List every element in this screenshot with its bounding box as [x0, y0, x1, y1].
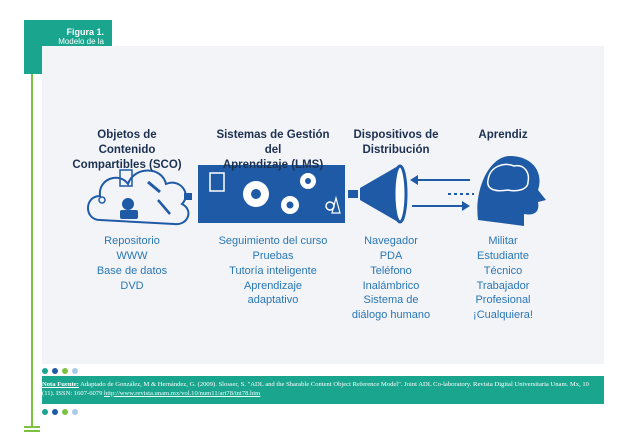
- megaphone-icon: [360, 164, 408, 224]
- learner-head-icon: [477, 156, 546, 226]
- dot: [52, 409, 58, 415]
- list-item: Repositorio: [104, 235, 160, 247]
- source-note-text: Adaptado de González, M & Hernández, G. …: [42, 381, 589, 397]
- list-item: DVD: [120, 279, 144, 292]
- heading-learner-line1: Aprendiz: [478, 129, 528, 141]
- list-item: Sistema de: [363, 294, 419, 307]
- list-item: Trabajador: [476, 279, 530, 292]
- list-item: Teléfono: [370, 264, 412, 277]
- dot: [52, 368, 58, 374]
- dot: [72, 368, 78, 374]
- list-item: Tutoría inteligente: [229, 264, 317, 277]
- list-item: Pruebas: [252, 249, 294, 262]
- list-item: diálogo humano: [351, 309, 431, 322]
- heading-devices: Dispositivos de Distribución: [348, 128, 444, 158]
- source-note-label: Nota Fuente:: [42, 381, 79, 388]
- list-item: WWW: [116, 249, 148, 262]
- list-item: Estudiante: [477, 249, 529, 262]
- list-item: Técnico: [483, 264, 523, 277]
- list-item: PDA: [379, 249, 403, 262]
- figure-number: Figura 1.: [66, 27, 104, 37]
- source-note-link[interactable]: http://www.revista.unam.mx/vol.10/num11/…: [104, 389, 261, 397]
- dot: [62, 368, 68, 374]
- heading-devices-line2: Distribución: [362, 143, 430, 156]
- list-item: Aprendizaje: [243, 279, 303, 292]
- decorative-dots-bottom: [42, 409, 78, 416]
- decorative-dots-top: [42, 368, 78, 375]
- list-item: adaptativo: [247, 294, 299, 307]
- dot: [72, 409, 78, 415]
- exchange-arrows: [410, 175, 474, 211]
- figure-caption-line1: Modelo de la: [58, 37, 104, 47]
- list-learner: Militar Estudiante Técnico Trabajador Pr…: [460, 234, 546, 323]
- list-item: Inalámbrico: [362, 279, 420, 292]
- list-item: Profesional: [475, 294, 531, 307]
- accent-mark-top: [24, 426, 40, 428]
- dot: [42, 368, 48, 374]
- heading-lms-line1: Sistemas de Gestión del: [216, 129, 330, 156]
- list-devices: Navegador PDA Teléfono Inalámbrico Siste…: [346, 234, 436, 323]
- list-sco: Repositorio WWW Base de datos DVD: [84, 234, 180, 293]
- vertical-accent-line: [31, 74, 33, 426]
- source-note: Nota Fuente: Adaptado de González, M & H…: [42, 376, 604, 404]
- heading-devices-line1: Dispositivos de: [353, 129, 439, 141]
- heading-sco-line2: Compartibles (SCO): [72, 158, 182, 171]
- dot: [62, 409, 68, 415]
- connector-block-2: [348, 190, 358, 198]
- heading-sco-line1: Objetos de Contenido: [97, 129, 157, 156]
- heading-sco: Objetos de Contenido Compartibles (SCO): [72, 128, 182, 173]
- sco-cloud-icon: [87, 169, 190, 226]
- dot: [42, 409, 48, 415]
- heading-learner: Aprendiz: [468, 128, 538, 143]
- heading-lms-line2: Aprendizaje (LMS): [222, 158, 324, 171]
- accent-mark-bottom: [24, 430, 40, 432]
- list-item: ¡Cualquiera!: [473, 309, 533, 322]
- lms-gears-box: [198, 165, 345, 223]
- list-item: Navegador: [364, 235, 418, 247]
- list-item: Militar: [488, 235, 518, 247]
- connector-block-1: [184, 193, 192, 200]
- list-item: Base de datos: [96, 264, 168, 277]
- list-lms: Seguimiento del curso Pruebas Tutoría in…: [208, 234, 338, 308]
- heading-lms: Sistemas de Gestión del Aprendizaje (LMS…: [210, 128, 336, 173]
- list-item: Seguimiento del curso: [218, 235, 328, 247]
